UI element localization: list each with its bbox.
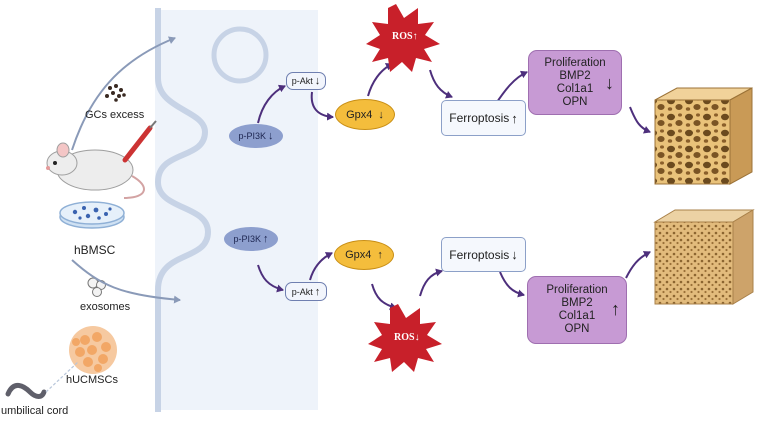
bottom-p-pi3k-text: p-PI3K	[233, 234, 261, 244]
top-p-akt-node: p-Akt↓	[286, 72, 326, 90]
bottom-p-akt-text: p-Akt	[291, 286, 313, 297]
bone-cube-porous	[654, 87, 753, 185]
exosomes-illustration	[87, 277, 106, 297]
arrow-mouse-to-membrane	[71, 36, 176, 151]
mouse-illustration	[46, 120, 157, 199]
ros-burst-bottom	[368, 304, 442, 372]
hbmsc-label: hBMSC	[74, 243, 116, 257]
hucmscs-illustration	[69, 326, 117, 374]
top-ferroptosis-box: Ferroptosis↑	[441, 100, 526, 136]
umbilical-cord-label: umbilical cord	[1, 405, 69, 417]
membrane-outline	[154, 8, 212, 412]
vesicle	[211, 26, 269, 84]
bone-cube-dense	[653, 209, 755, 305]
bottom-proliferation-box: Proliferation BMP2 Col1a1 OPN ↑	[527, 276, 627, 344]
top-p-pi3k-text: p-PI3K	[238, 131, 266, 141]
bottom-outcome-bmp2: BMP2	[561, 297, 593, 309]
bottom-gpx4-text: Gpx4	[345, 249, 372, 261]
top-p-akt-arrow: ↓	[314, 75, 321, 87]
ros-burst-top	[366, 4, 440, 72]
bottom-gpx4-node: Gpx4 ↑	[334, 240, 394, 270]
bottom-ros-arrow: ↓	[414, 332, 420, 343]
bottom-gpx4-arrow: ↑	[377, 249, 383, 261]
bottom-outcome-proliferation: Proliferation	[546, 284, 608, 296]
top-gpx4-arrow: ↓	[378, 108, 384, 121]
top-outcome-list: Proliferation BMP2 Col1a1 OPN	[544, 57, 605, 109]
top-outcome-bmp2: BMP2	[559, 69, 591, 82]
top-gpx4-text: Gpx4	[346, 108, 373, 121]
top-ferroptosis-text: Ferroptosis	[449, 111, 510, 125]
bottom-ferroptosis-text: Ferroptosis	[449, 247, 510, 262]
exosomes-label: exosomes	[80, 301, 131, 313]
top-outcome-opn: OPN	[562, 95, 588, 108]
top-ros-text: ROS	[392, 31, 413, 42]
bottom-outcome-opn: OPN	[564, 323, 590, 335]
bottom-ferroptosis-arrow: ↓	[511, 247, 518, 262]
gcs-dots	[105, 84, 126, 102]
bottom-outcome-list: Proliferation BMP2 Col1a1 OPN	[546, 284, 607, 336]
arrow-exosome-to-membrane	[71, 259, 181, 304]
hucmscs-label: hUCMSCs	[66, 374, 118, 386]
top-outcome-arrow: ↓	[605, 73, 614, 93]
bottom-p-pi3k-node: p-PI3K↑	[224, 227, 278, 251]
top-p-pi3k-node: p-PI3K↓	[229, 124, 283, 148]
top-p-akt-text: p-Akt	[291, 76, 313, 86]
petri-dish-illustration	[59, 201, 125, 229]
top-p-pi3k-arrow: ↓	[268, 130, 274, 142]
top-outcome-col1a1: Col1a1	[556, 82, 594, 95]
bottom-outcome-col1a1: Col1a1	[558, 310, 596, 322]
bottom-ros-label: ROS↓	[394, 332, 420, 343]
bottom-ros-text: ROS	[394, 332, 415, 343]
top-ros-arrow: ↑	[412, 31, 418, 42]
bottom-p-akt-node: p-Akt↑	[285, 282, 327, 301]
cell-membrane-region	[155, 10, 318, 410]
bottom-p-pi3k-arrow: ↑	[263, 233, 269, 245]
bottom-p-akt-arrow: ↑	[314, 285, 321, 298]
bottom-outcome-arrow: ↑	[611, 299, 620, 319]
umbilical-cord-illustration	[5, 361, 79, 399]
top-ferroptosis-arrow: ↑	[511, 110, 518, 126]
top-proliferation-box: Proliferation BMP2 Col1a1 OPN ↓	[528, 50, 622, 115]
top-gpx4-node: Gpx4 ↓	[335, 99, 395, 130]
bottom-ferroptosis-box: Ferroptosis↓	[441, 237, 526, 272]
gcs-excess-label: GCs excess	[85, 109, 145, 121]
top-outcome-proliferation: Proliferation	[544, 56, 606, 69]
top-ros-label: ROS↑	[392, 31, 418, 42]
